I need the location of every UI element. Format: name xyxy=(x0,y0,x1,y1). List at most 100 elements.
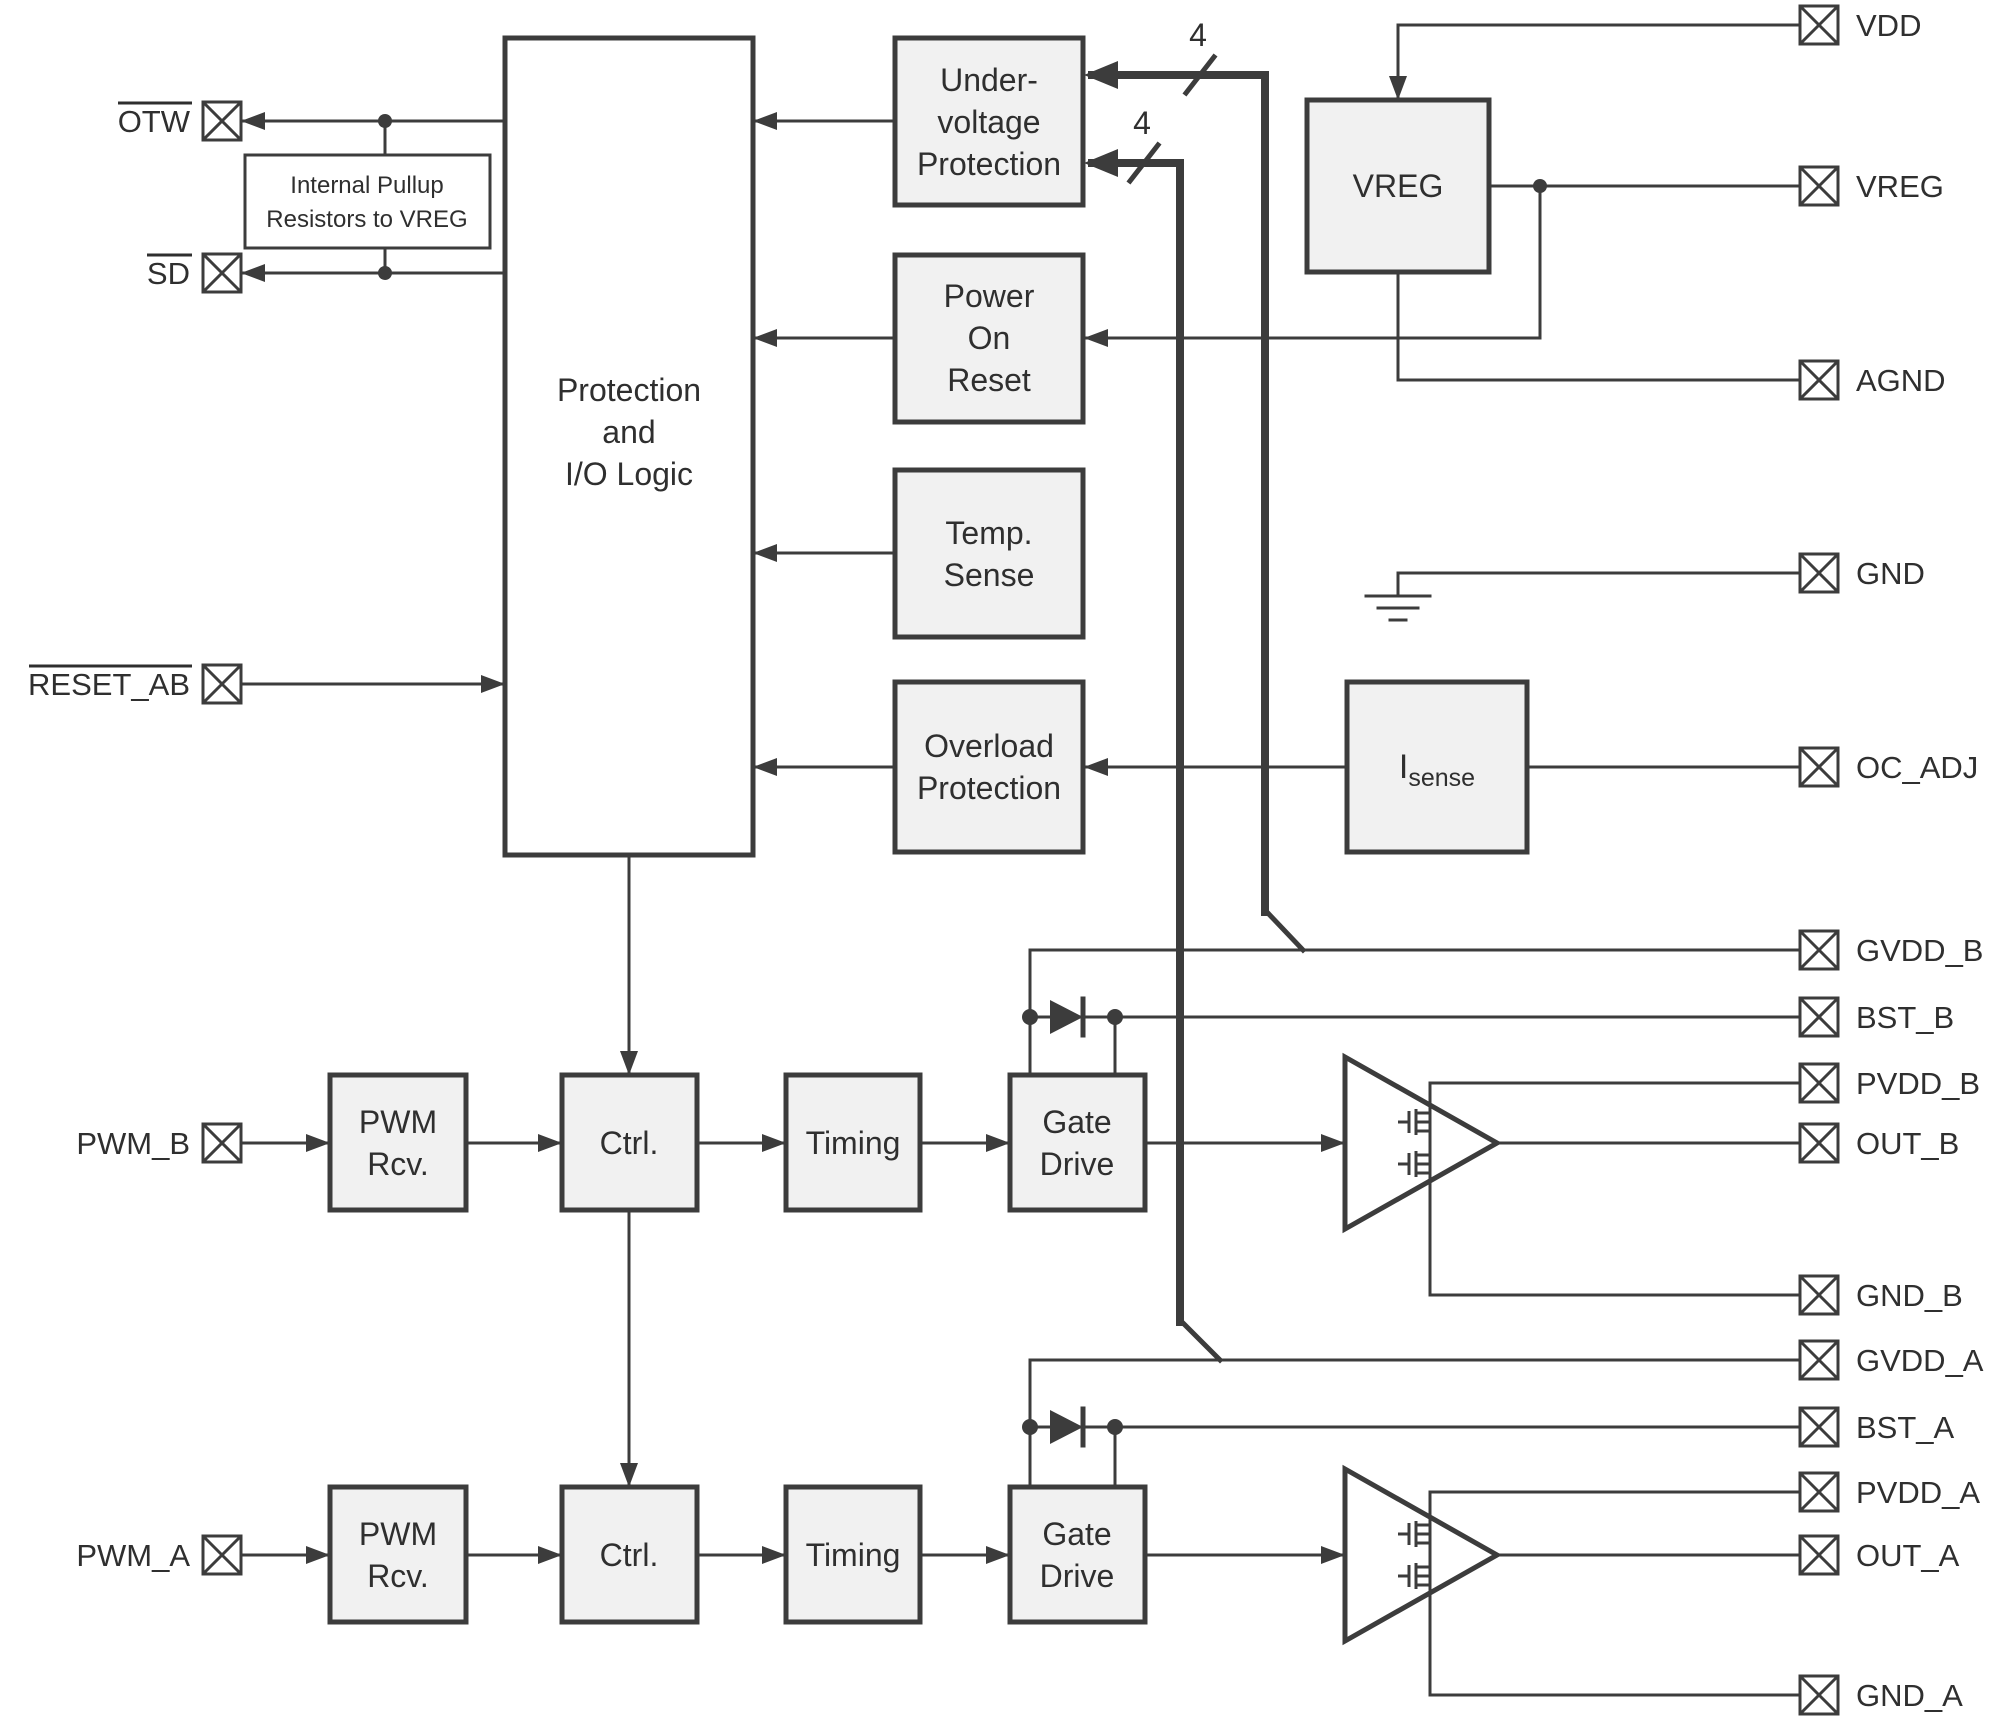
block-timing-b: Timing xyxy=(783,1072,923,1213)
bus-undervoltage-b xyxy=(1088,71,1269,916)
terminal-icon xyxy=(1798,929,1840,971)
bootstrap-diode-a xyxy=(1050,1406,1086,1448)
block-internal-pullup: Internal Pullup Resistors to VREG xyxy=(243,153,492,250)
arrow xyxy=(986,1134,1010,1152)
arrow xyxy=(538,1134,562,1152)
arrow xyxy=(753,544,777,562)
arrow xyxy=(306,1134,330,1152)
svg-text:PWM: PWM xyxy=(359,1104,437,1140)
svg-text:On: On xyxy=(968,320,1011,356)
terminal-icon xyxy=(1798,1534,1840,1576)
output-stage-a xyxy=(1342,1464,1503,1646)
arrow xyxy=(753,329,777,347)
arrow xyxy=(1084,758,1108,776)
arrow xyxy=(620,1051,638,1075)
pin-reset-ab: RESET_AB xyxy=(28,663,243,705)
pin-out-a: OUT_A xyxy=(1798,1534,1960,1576)
block-overload-protection: Overload Protection xyxy=(892,679,1086,855)
svg-text:Power: Power xyxy=(944,278,1035,314)
terminal-icon xyxy=(1798,1471,1840,1513)
pin-label: BST_A xyxy=(1856,1410,1955,1445)
block-ctrl-a: Ctrl. xyxy=(559,1484,700,1625)
svg-text:Under-: Under- xyxy=(940,62,1038,98)
junction-dots xyxy=(378,114,1547,1435)
svg-text:Resistors to VREG: Resistors to VREG xyxy=(266,206,467,233)
svg-text:Protection: Protection xyxy=(917,146,1061,182)
arrow xyxy=(241,264,265,282)
ground-symbol xyxy=(1364,594,1432,622)
bus-width-label-bottom: 4 xyxy=(1133,105,1151,141)
svg-text:Overload: Overload xyxy=(924,728,1054,764)
terminal-icon xyxy=(1798,4,1840,46)
sense-buses: 4 4 xyxy=(1088,17,1307,1364)
terminal-icon xyxy=(201,1122,243,1164)
svg-text:Rcv.: Rcv. xyxy=(367,1146,429,1182)
bus-a-join-diagonal xyxy=(1176,1316,1224,1364)
svg-text:and: and xyxy=(602,414,655,450)
block-gate-drive-b: Gate Drive xyxy=(1007,1072,1148,1213)
wire-gnd xyxy=(1396,571,1802,598)
svg-text:VREG: VREG xyxy=(1353,168,1444,204)
wire-vdd xyxy=(1396,23,1802,102)
protection-label: Protection xyxy=(557,372,701,408)
block-pwm-rcv-a: PWM Rcv. xyxy=(327,1484,469,1625)
pin-bst-a: BST_A xyxy=(1798,1406,1955,1448)
svg-text:Timing: Timing xyxy=(806,1125,901,1161)
arrow xyxy=(1084,329,1108,347)
svg-text:Isense: Isense xyxy=(1399,748,1475,792)
pin-gvdd-b: GVDD_B xyxy=(1798,929,1983,971)
wire-gvdd-b xyxy=(1028,948,1802,1077)
pin-label: GND xyxy=(1856,556,1925,591)
pin-gnd-b: GND_B xyxy=(1798,1274,1963,1316)
arrow xyxy=(762,1546,786,1564)
wire-vreg-to-por xyxy=(1082,184,1542,340)
block-ctrl-b: Ctrl. xyxy=(559,1072,700,1213)
pin-out-b: OUT_B xyxy=(1798,1122,1959,1164)
pin-bst-b: BST_B xyxy=(1798,996,1954,1038)
pin-agnd: AGND xyxy=(1798,359,1946,401)
junction-dot xyxy=(378,114,392,128)
pin-gnd: GND xyxy=(1798,552,1925,594)
pin-label: PWM_A xyxy=(76,1538,190,1573)
terminal-icon xyxy=(201,252,243,294)
terminal-icon xyxy=(1798,1339,1840,1381)
pin-vdd: VDD xyxy=(1798,4,1921,46)
svg-text:Rcv.: Rcv. xyxy=(367,1558,429,1594)
arrow xyxy=(753,758,777,776)
pin-label: GND_B xyxy=(1856,1278,1963,1313)
svg-text:Gate: Gate xyxy=(1042,1516,1111,1552)
pin-label: VREG xyxy=(1856,169,1944,204)
pin-label: AGND xyxy=(1856,363,1946,398)
arrow xyxy=(538,1546,562,1564)
pin-label: OTW xyxy=(118,104,191,139)
junction-dot xyxy=(1533,179,1547,193)
junction-dot xyxy=(1107,1419,1123,1435)
svg-text:Ctrl.: Ctrl. xyxy=(600,1125,659,1161)
terminal-icon xyxy=(1798,1062,1840,1104)
bus-width-slash-top xyxy=(1182,53,1218,97)
block-vreg: VREG xyxy=(1304,97,1492,275)
pin-label: RESET_AB xyxy=(28,667,190,702)
terminal-icon xyxy=(201,100,243,142)
junction-dot xyxy=(1107,1009,1123,1025)
pin-label: OC_ADJ xyxy=(1856,750,1978,785)
pin-pvdd-a: PVDD_A xyxy=(1798,1471,1980,1513)
svg-text:Protection: Protection xyxy=(917,770,1061,806)
block-timing-a: Timing xyxy=(783,1484,923,1625)
pin-label: OUT_A xyxy=(1856,1538,1960,1573)
arrowheads xyxy=(241,61,1407,1564)
terminal-icon xyxy=(1798,746,1840,788)
junction-dot xyxy=(1022,1009,1038,1025)
pin-label: OUT_B xyxy=(1856,1126,1959,1161)
pin-otw: OTW xyxy=(118,100,243,142)
terminal-icon xyxy=(1798,1674,1840,1716)
pin-oc-adj: OC_ADJ xyxy=(1798,746,1978,788)
svg-text:Ctrl.: Ctrl. xyxy=(600,1537,659,1573)
wire-gvdd-a xyxy=(1028,1358,1802,1489)
diode-icon xyxy=(1050,1000,1083,1034)
pin-label: BST_B xyxy=(1856,1000,1954,1035)
arrow xyxy=(620,1463,638,1487)
pullup-box xyxy=(243,153,492,250)
block-temp-sense: Temp. Sense xyxy=(892,467,1086,640)
